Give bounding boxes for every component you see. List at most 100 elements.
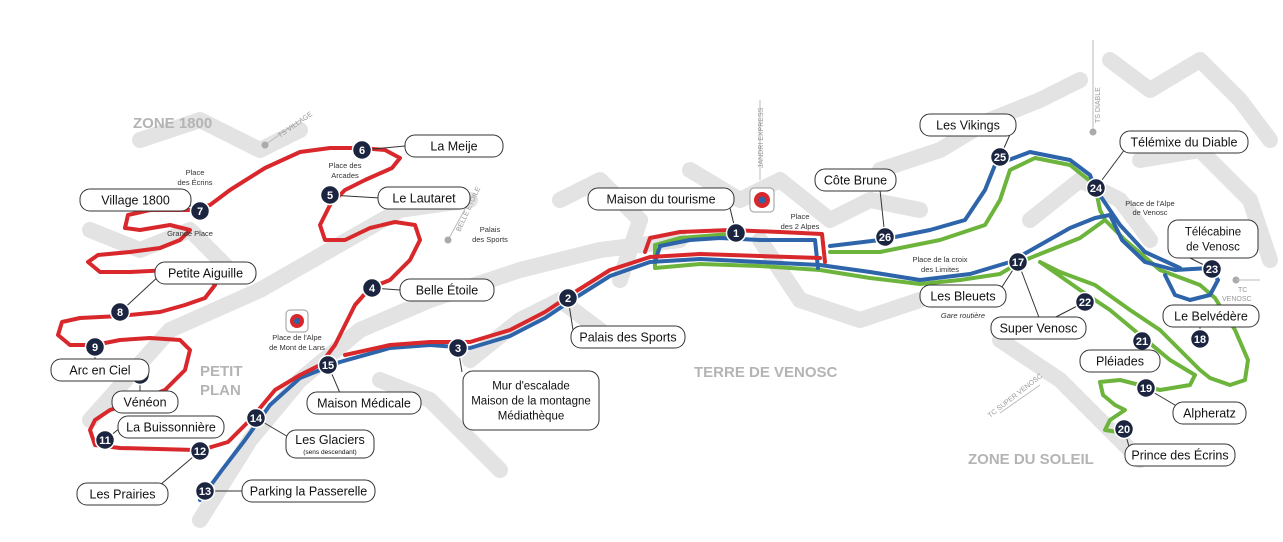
stop-6-label: La Meije — [404, 134, 504, 158]
place-arcades-2: Arcades — [331, 171, 359, 180]
stop-7-number: 7 — [197, 206, 203, 218]
place-2-alpes-1: Place — [791, 212, 810, 221]
place-des-2-alpes-marker — [749, 187, 775, 213]
stop-19-marker: 19 — [1135, 377, 1157, 399]
stop-14-subtitle: (sens descendant) — [303, 449, 356, 456]
stop-7-label: Village 1800 — [79, 188, 192, 212]
stop-11-number: 11 — [99, 435, 111, 447]
place-alpe-venosc-1: Place de l'Alpe — [1125, 199, 1174, 208]
stop-5-marker: 5 — [319, 184, 341, 206]
place-grande: Grande Place — [167, 229, 213, 238]
stop-7-name: Village 1800 — [101, 194, 170, 208]
stop-18-name: Le Belvédère — [1174, 310, 1248, 324]
stop-9-marker: 9 — [84, 336, 106, 358]
petit-plan-label-1: PETIT — [200, 363, 243, 380]
stop-2-marker: 2 — [557, 287, 579, 309]
stop-3-name-line-2: Maison de la montagne — [471, 396, 591, 408]
stop-14-name: Les Glaciers — [295, 433, 364, 447]
place-alpe-mdl-1: Place de l'Alpe — [272, 333, 321, 342]
stop-22-name: Super Venosc — [1000, 322, 1078, 336]
stop-6-marker: 6 — [351, 139, 373, 161]
lift-ts-diable: TS DIABLE — [1095, 87, 1102, 123]
stop-4-number: 4 — [369, 283, 376, 295]
place-palais-2: des Sports — [472, 235, 508, 244]
stop-8-number: 8 — [117, 307, 123, 319]
stop-11-label: La Buissonnière — [117, 415, 225, 439]
stop-12-name: Les Prairies — [90, 488, 156, 502]
stop-8-name: Petite Aiguille — [168, 267, 243, 281]
place-croix-2: des Limites — [921, 265, 959, 274]
place-palais-1: Palais — [480, 225, 501, 234]
place-de-lalpe-mont-de-lans-marker — [285, 309, 309, 333]
stop-24-number: 24 — [1090, 183, 1103, 195]
stop-17-marker: 17 — [1007, 251, 1029, 273]
stop-26-number: 26 — [879, 232, 891, 244]
stop-19-number: 19 — [1140, 383, 1152, 395]
stop-10-name: Vénéon — [123, 396, 166, 410]
stop-14-label: Les Glaciers (sens descendant) — [285, 429, 375, 459]
stop-12-label: Les Prairies — [76, 482, 169, 506]
stop-23-name-line-1: Télécabine — [1185, 227, 1241, 239]
stop-11-name: La Buissonnière — [126, 421, 216, 435]
zone-1800-label: ZONE 1800 — [133, 115, 212, 132]
stop-3-number: 3 — [455, 343, 461, 355]
stop-26-name: Côte Brune — [824, 174, 887, 188]
stop-18-marker: 18 — [1189, 328, 1211, 350]
stop-14-marker: 14 — [245, 407, 267, 429]
stop-25-number: 25 — [994, 152, 1006, 164]
stop-15-marker: 15 — [317, 354, 339, 376]
stop-3-marker: 3 — [447, 337, 469, 359]
stop-21-name: Pléiades — [1096, 355, 1144, 369]
stop-9-label: Arc en Ciel — [50, 358, 150, 382]
stop-2-label: Palais des Sports — [570, 325, 686, 349]
stop-21-number: 21 — [1136, 336, 1148, 348]
stop-22-number: 22 — [1079, 297, 1091, 309]
stop-21-marker: 21 — [1131, 330, 1153, 352]
stop-15-name: Maison Médicale — [317, 397, 411, 411]
stop-19-label: Alpheratz — [1172, 401, 1247, 425]
stop-20-marker: 20 — [1113, 418, 1135, 440]
stop-11-marker: 11 — [94, 429, 116, 451]
stop-23-label: Télécabine de Venosc — [1167, 219, 1259, 259]
stop-22-label: Super Venosc — [990, 316, 1087, 340]
stop-5-name: Le Lautaret — [392, 192, 456, 206]
lift-tc-venosc-2: VENOSC — [1222, 296, 1252, 303]
stop-8-label: Petite Aiguille — [154, 261, 257, 285]
stop-25-name: Les Vikings — [936, 119, 1000, 133]
stop-8-marker: 8 — [109, 301, 131, 323]
stop-19-name: Alpheratz — [1183, 407, 1236, 421]
lift-tc-super-venosc: TC SUPER VENOSC — [987, 373, 1044, 420]
stop-1-label: Maison du tourisme — [587, 187, 735, 211]
petit-plan-label-2: PLAN — [200, 382, 241, 399]
place-ecrins-2: des Écrins — [177, 178, 212, 187]
stop-7-marker: 7 — [189, 200, 211, 222]
stop-3-name-line-1: Mur d'escalade — [492, 381, 570, 393]
stop-10-label: Vénéon — [111, 390, 179, 414]
stop-20-name: Prince des Écrins — [1131, 448, 1228, 463]
place-alpe-mdl-2: de Mont de Lans — [269, 343, 325, 352]
stop-24-marker: 24 — [1085, 177, 1107, 199]
stop-17-name: Les Bleuets — [930, 290, 995, 304]
zone-du-soleil-label: ZONE DU SOLEIL — [968, 451, 1094, 468]
stop-21-label: Pléiades — [1079, 349, 1161, 373]
stop-3-name-line-3: Médiathèque — [498, 411, 565, 423]
stop-18-label: Le Belvédère — [1162, 304, 1260, 328]
stop-24-label: Télémixe du Diable — [1119, 130, 1249, 154]
stop-26-marker: 26 — [874, 226, 896, 248]
stop-23-number: 23 — [1206, 264, 1218, 276]
background-slopes — [82, 52, 1278, 528]
blue-route — [198, 150, 1220, 502]
stop-25-marker: 25 — [989, 146, 1011, 168]
place-ecrins-1: Place — [186, 168, 205, 177]
stop-18-number: 18 — [1194, 334, 1206, 346]
stop-12-marker: 12 — [189, 440, 211, 462]
stop-20-label: Prince des Écrins — [1124, 443, 1236, 467]
stop-4-name: Belle Étoile — [416, 283, 479, 298]
lift-jandri-express: JANDRI EXPRESS — [758, 107, 765, 168]
stop-9-name: Arc en Ciel — [69, 364, 130, 378]
place-alpe-venosc-2: de Venosc — [1132, 208, 1167, 217]
stop-23-name-line-2: de Venosc — [1186, 242, 1240, 254]
